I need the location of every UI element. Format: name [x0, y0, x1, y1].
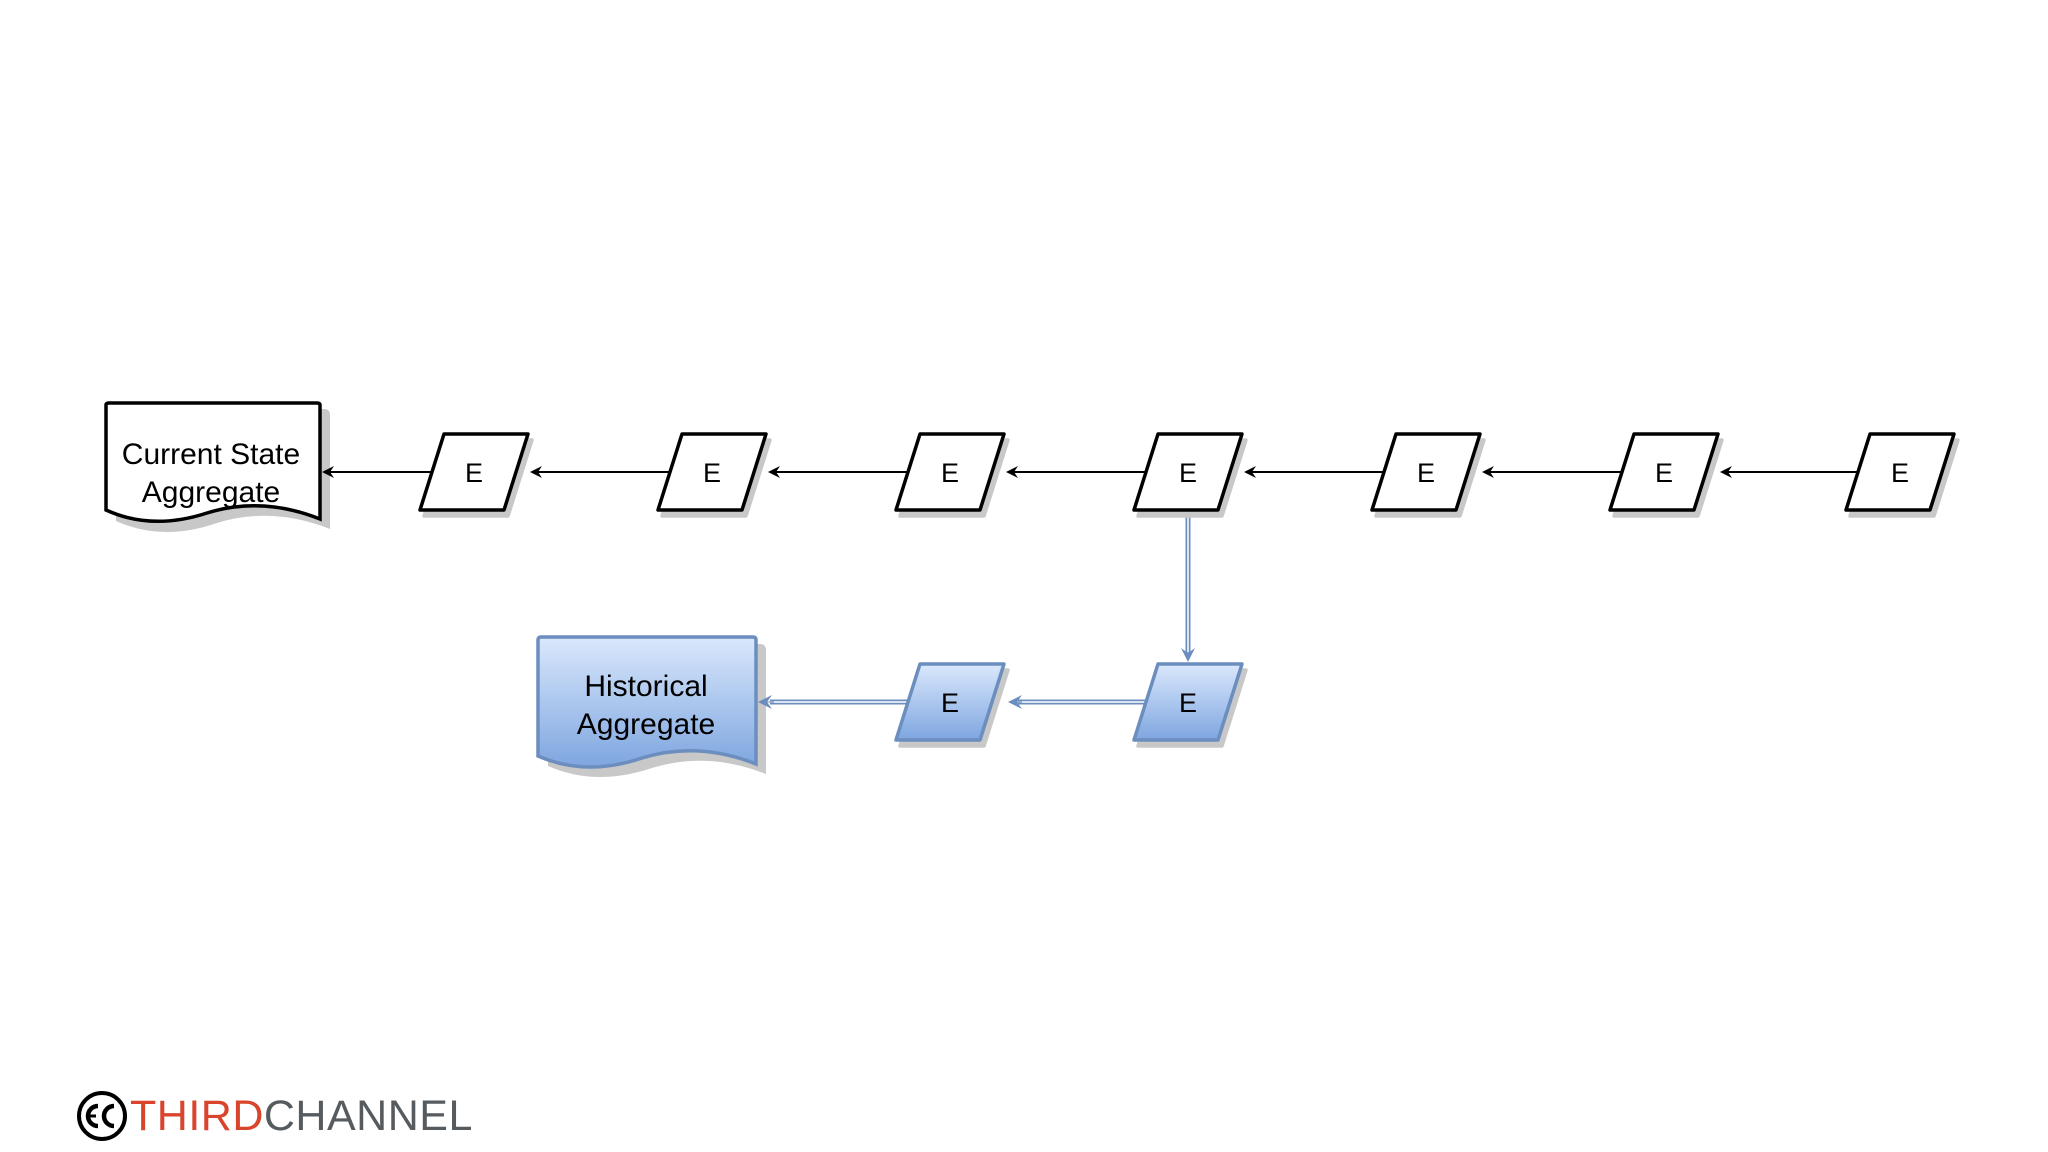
historical-aggregate: Historical Aggregate [536, 635, 766, 778]
branch-arrows [758, 510, 1195, 709]
current-state-label-line1: Current State [122, 438, 300, 471]
event-3: E [894, 432, 1010, 518]
event-6-label: E [1655, 458, 1673, 488]
brand-word-channel: CHANNEL [263, 1091, 473, 1140]
event-2: E [656, 432, 772, 518]
historical-event-1-label: E [941, 688, 959, 718]
event-5: E [1370, 432, 1486, 518]
historical-label-line1: Historical [584, 670, 707, 703]
event-7: E [1844, 432, 1960, 518]
thirdchannel-wordmark: THIRDCHANNEL [130, 1091, 473, 1140]
event-1: E [418, 432, 534, 518]
historical-label-line2: Aggregate [577, 708, 715, 741]
current-state-aggregate: Current State Aggregate [104, 401, 330, 533]
event-3-label: E [941, 458, 959, 488]
thirdchannel-logo: THIRDCHANNEL [76, 1090, 473, 1142]
event-5-label: E [1417, 458, 1435, 488]
historical-event-2: E [1132, 662, 1248, 748]
event-7-label: E [1891, 458, 1909, 488]
brand-word-third: THIRD [130, 1091, 264, 1140]
current-state-label-line2: Aggregate [142, 476, 280, 509]
event-2-label: E [703, 458, 721, 488]
event-4: E [1132, 432, 1248, 518]
event-6: E [1608, 432, 1724, 518]
historical-event-1: E [894, 662, 1010, 748]
event-1-label: E [465, 458, 483, 488]
event-4-label: E [1179, 458, 1197, 488]
historical-event-2-label: E [1179, 688, 1197, 718]
thirdchannel-logo-icon [77, 1091, 127, 1141]
